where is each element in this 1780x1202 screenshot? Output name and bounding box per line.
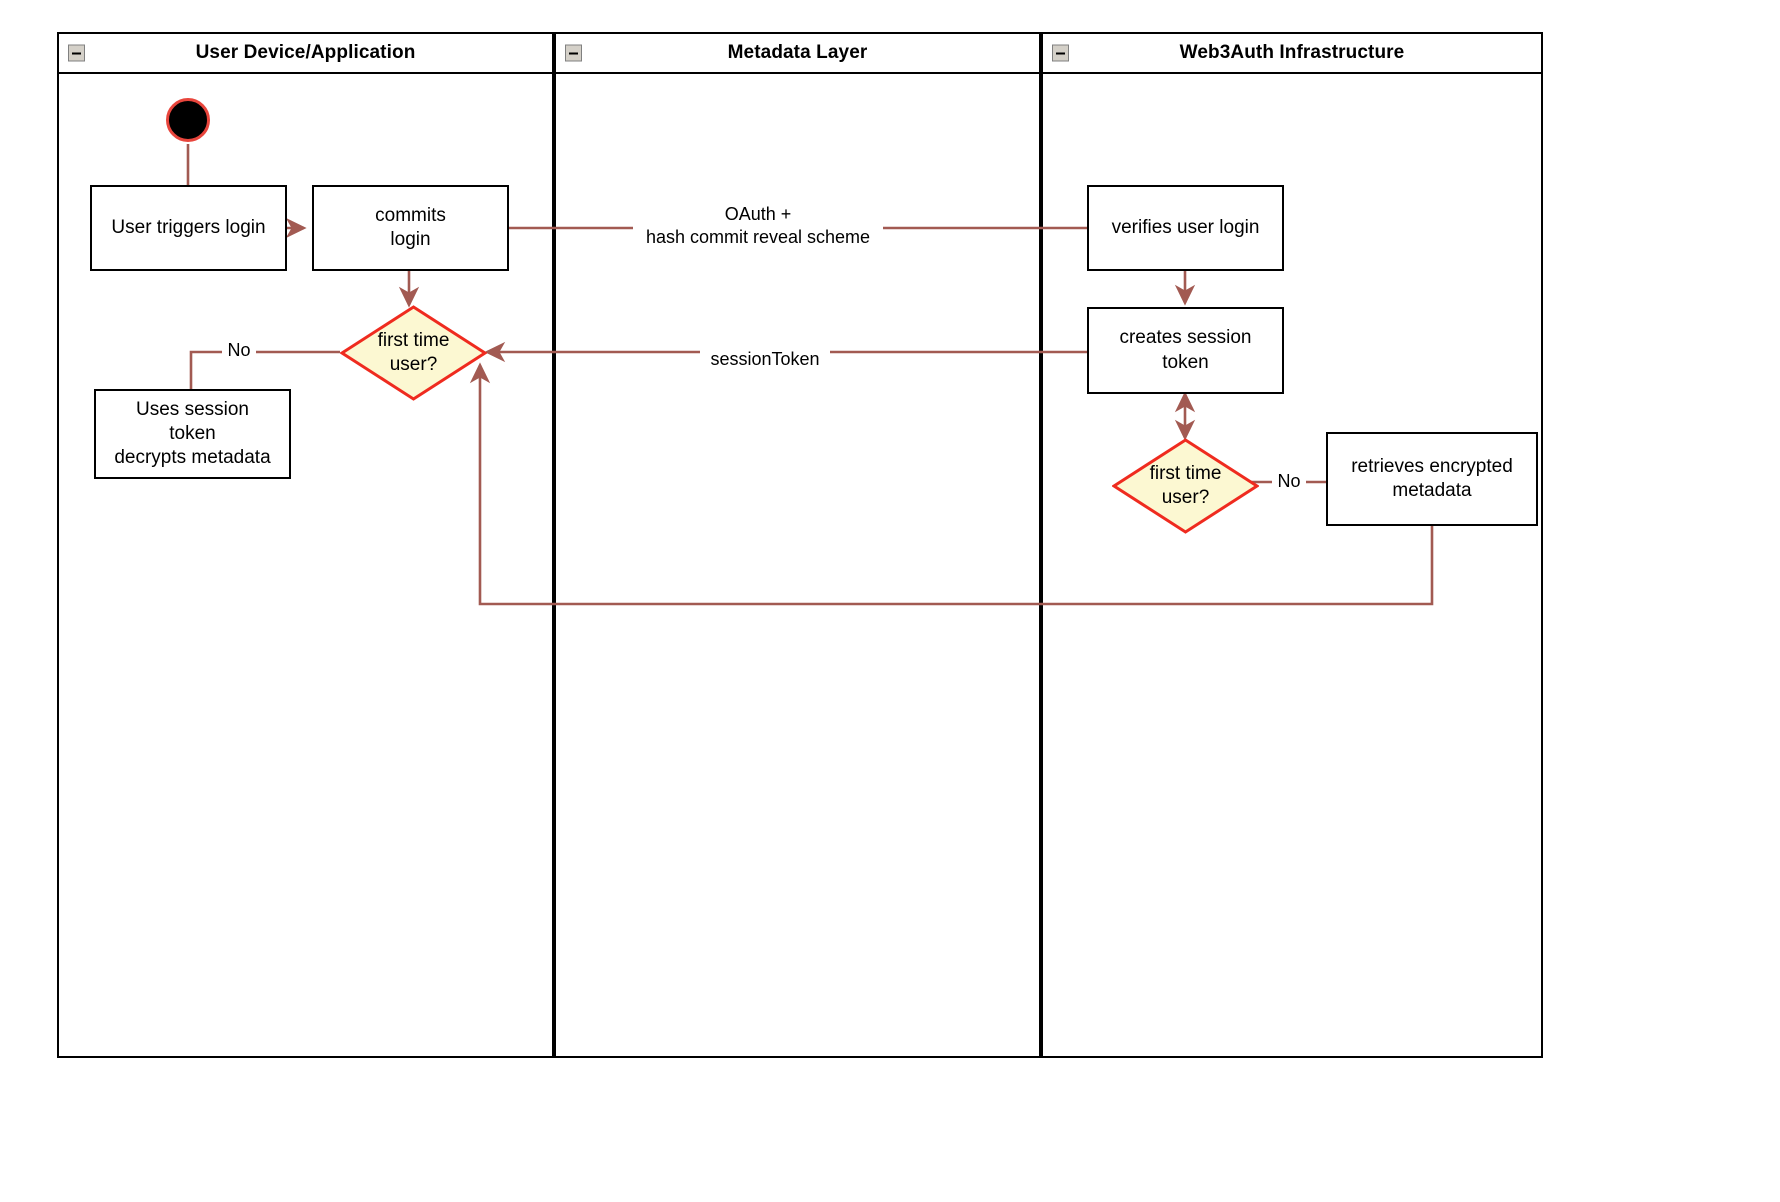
node-commits-login[interactable]: commits login: [312, 185, 509, 271]
edge-label-oauth: OAuth + hash commit reveal scheme: [633, 203, 883, 250]
decision-first-time-user-server[interactable]: first time user?: [1112, 438, 1259, 534]
swimlane-title-metadata-layer: Metadata Layer: [727, 42, 868, 63]
diamond-shape: [1112, 438, 1259, 534]
edge-label-session-token: sessionToken: [700, 348, 830, 372]
node-label: commits login: [375, 204, 446, 250]
collapse-minus-icon[interactable]: [1052, 44, 1069, 62]
node-label: retrieves encrypted metadata: [1351, 455, 1513, 501]
node-verifies-user-login[interactable]: verifies user login: [1087, 185, 1284, 271]
collapse-minus-icon[interactable]: [68, 44, 85, 62]
start-node: [166, 98, 210, 142]
edge-label-no-server: No: [1272, 470, 1306, 494]
decision-first-time-user-client[interactable]: first time user?: [340, 305, 487, 401]
edge-label-no-client: No: [222, 339, 256, 363]
swimlane-title-user-device: User Device/Application: [195, 42, 416, 63]
swimlane-metadata-layer: Metadata Layer: [554, 32, 1041, 1058]
swimlane-header-user-device[interactable]: User Device/Application: [59, 34, 552, 74]
node-label: User triggers login: [111, 216, 266, 238]
node-label: creates session token: [1119, 327, 1252, 373]
node-user-triggers-login[interactable]: User triggers login: [90, 185, 287, 271]
node-uses-session-token[interactable]: Uses session token decrypts metadata: [94, 389, 291, 479]
swimlane-title-web3auth-infrastructure: Web3Auth Infrastructure: [1179, 42, 1405, 63]
node-creates-session-token[interactable]: creates session token: [1087, 307, 1284, 394]
swimlane-header-metadata-layer[interactable]: Metadata Layer: [556, 34, 1039, 74]
node-label: verifies user login: [1111, 216, 1260, 238]
diamond-shape: [340, 305, 487, 401]
node-retrieves-encrypted-metadata[interactable]: retrieves encrypted metadata: [1326, 432, 1538, 526]
node-label: Uses session token decrypts metadata: [114, 398, 271, 469]
collapse-minus-icon[interactable]: [565, 44, 582, 62]
swimlane-header-web3auth-infrastructure[interactable]: Web3Auth Infrastructure: [1043, 34, 1541, 74]
